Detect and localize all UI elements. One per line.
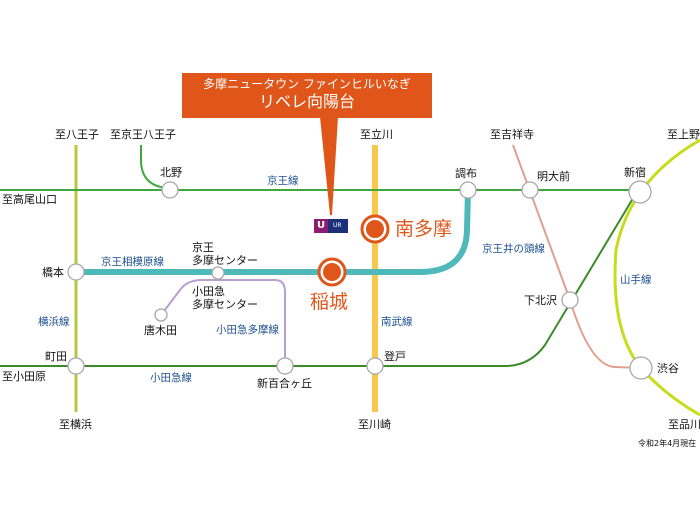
station-shimokitazawa-marker[interactable]: [561, 291, 579, 309]
callout-title: リベレ向陽台: [258, 92, 355, 111]
station-machida[interactable]: 町田: [45, 350, 67, 363]
station-tama-center-marker[interactable]: [211, 266, 225, 280]
line-label-nambu: 南武線: [381, 316, 413, 328]
station-karakida-marker[interactable]: [154, 308, 168, 322]
station-inagi-marker[interactable]: [317, 257, 347, 287]
station-shibuya-marker[interactable]: [629, 356, 653, 380]
station-chofu-marker[interactable]: [459, 181, 477, 199]
direction-kichijoji: 至吉祥寺: [490, 128, 534, 141]
callout-subtitle: 多摩ニュータウン ファインヒルいなぎ: [203, 77, 411, 91]
station-minamitama-marker[interactable]: [360, 214, 390, 244]
station-hashimoto-marker[interactable]: [67, 263, 85, 281]
station-keio-tama-center-line2[interactable]: 多摩センター: [192, 254, 258, 267]
station-minamitama[interactable]: 南多摩: [395, 218, 453, 240]
line-label-odakyu: 小田急線: [150, 372, 192, 384]
keio-branch-line: [140, 145, 167, 189]
line-label-yamanote: 山手線: [620, 274, 652, 286]
odakyu-tama-line: [160, 279, 286, 366]
direction-ueno: 至上野: [667, 128, 700, 141]
line-label-keio: 京王線: [267, 175, 299, 187]
station-noborito[interactable]: 登戸: [384, 350, 406, 363]
station-shinyurigaoka[interactable]: 新百合ヶ丘: [257, 377, 312, 390]
direction-yokohama: 至横浜: [59, 418, 92, 431]
station-inagi[interactable]: 稲城: [310, 291, 349, 313]
station-noborito-marker[interactable]: [366, 357, 384, 375]
direction-odawara: 至小田原: [2, 370, 46, 383]
station-shinjuku-marker[interactable]: [628, 180, 652, 204]
direction-hachioji: 至八王子: [55, 128, 99, 141]
station-machida-marker[interactable]: [67, 357, 85, 375]
station-keio-tama-center-line1[interactable]: 京王: [192, 241, 214, 254]
station-meidaimae[interactable]: 明大前: [537, 170, 570, 183]
direction-kawasaki: 至川崎: [358, 418, 391, 431]
station-meidaimae-marker[interactable]: [521, 181, 539, 199]
station-karakida[interactable]: 唐木田: [144, 324, 177, 337]
station-shimokitazawa[interactable]: 下北沢: [524, 294, 557, 307]
yamanote-line: [613, 138, 700, 417]
property-callout: 多摩ニュータウン ファインヒルいなぎ リベレ向陽台: [182, 73, 432, 118]
station-shinyurigaoka-marker[interactable]: [276, 357, 294, 375]
station-kitano-marker[interactable]: [161, 181, 179, 199]
line-label-odakyu-tama: 小田急多摩線: [216, 324, 279, 336]
line-label-yokohama: 横浜線: [38, 316, 70, 328]
station-kitano[interactable]: 北野: [160, 166, 182, 179]
odakyu-line: [0, 199, 633, 367]
station-odakyu-tama-center-line2[interactable]: 多摩センター: [192, 298, 258, 311]
callout-pointer: [320, 117, 338, 215]
line-label-inokashira: 京王井の頭線: [482, 243, 545, 255]
station-hashimoto[interactable]: 橋本: [42, 266, 64, 279]
as-of-note: 令和2年4月現在: [638, 439, 697, 448]
station-shinjuku[interactable]: 新宿: [624, 166, 646, 179]
station-chofu[interactable]: 調布: [455, 167, 477, 180]
direction-takaosanguchi: 至高尾山口: [2, 193, 57, 206]
station-shibuya[interactable]: 渋谷: [657, 362, 679, 375]
sagamihara-line: [76, 189, 471, 275]
direction-shinagawa: 至品川: [668, 418, 700, 431]
station-odakyu-tama-center-line1[interactable]: 小田急: [192, 285, 225, 298]
direction-keio-hachioji: 至京王八王子: [110, 128, 176, 141]
line-label-sagamihara: 京王相模原線: [101, 256, 164, 268]
direction-tachikawa: 至立川: [360, 128, 393, 141]
